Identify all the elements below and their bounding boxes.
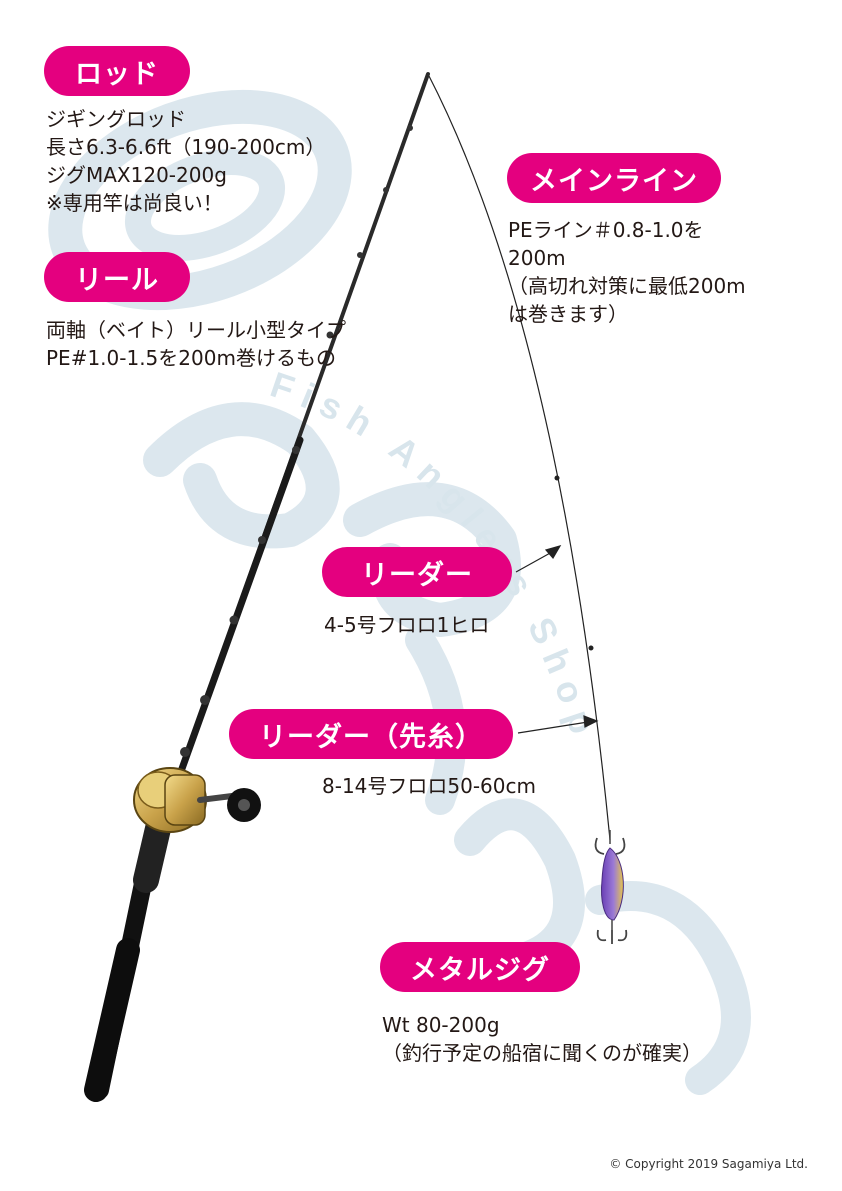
rod-title: ロッド xyxy=(75,58,159,90)
rod-line-1: ジギングロッド xyxy=(46,107,186,131)
leader2-label: リーダー（先糸） xyxy=(229,709,513,759)
rod-label: ロッド xyxy=(44,46,190,96)
mainline-line-2: 200m xyxy=(508,246,566,270)
leader2-title: リーダー（先糸） xyxy=(259,721,483,753)
rod-line-3: ジグMAX120-200g xyxy=(46,163,227,187)
rod-line-2: 長さ6.3-6.6ft（190-200cm） xyxy=(46,135,326,159)
leader-label: リーダー xyxy=(322,547,512,597)
mainline-line-1: PEライン＃0.8-1.0を xyxy=(508,218,704,242)
copyright-notice: © Copyright 2019 Sagamiya Ltd. xyxy=(609,1157,808,1171)
leader-line-1: 4-5号フロロ1ヒロ xyxy=(324,613,490,637)
reel-line-2: PE#1.0-1.5を200m巻けるもの xyxy=(46,346,336,370)
fishing-rod xyxy=(84,72,430,1102)
leader-arrow xyxy=(515,545,562,573)
jig-description: Wt 80-200g （釣行予定の船宿に聞くのが確実） xyxy=(382,1011,702,1067)
leader-title: リーダー xyxy=(361,559,473,591)
leader2-description: 8-14号フロロ50-60cm xyxy=(322,772,536,800)
jig-line-1: Wt 80-200g xyxy=(382,1013,500,1037)
mainline-label: メインライン xyxy=(507,153,721,203)
line-markers xyxy=(554,475,594,651)
reel-label: リール xyxy=(44,252,190,302)
jig-line-2: （釣行予定の船宿に聞くのが確実） xyxy=(382,1041,702,1065)
mainline-description: PEライン＃0.8-1.0を 200m （高切れ対策に最低200m は巻きます） xyxy=(508,216,746,328)
reel-line-1: 両軸（ベイト）リール小型タイプ xyxy=(46,318,346,342)
reel-description: 両軸（ベイト）リール小型タイプ PE#1.0-1.5を200m巻けるもの xyxy=(46,316,346,372)
reel-title: リール xyxy=(75,264,159,296)
rod-description: ジギングロッド 長さ6.3-6.6ft（190-200cm） ジグMAX120-… xyxy=(46,105,325,217)
jig-title: メタルジグ xyxy=(410,954,550,986)
rod-line-4: ※専用竿は尚良い！ xyxy=(46,191,223,215)
leader-description: 4-5号フロロ1ヒロ xyxy=(324,611,489,639)
leader2-arrow xyxy=(517,715,599,734)
mainline-line-3: （高切れ対策に最低200m xyxy=(508,274,746,298)
bait-reel xyxy=(133,767,261,833)
leader2-line-1: 8-14号フロロ50-60cm xyxy=(322,774,536,798)
jig-label: メタルジグ xyxy=(380,942,580,992)
mainline-line-4: は巻きます） xyxy=(508,302,628,326)
metal-jig xyxy=(594,830,628,944)
main-line xyxy=(427,73,611,841)
mainline-title: メインライン xyxy=(530,165,698,197)
